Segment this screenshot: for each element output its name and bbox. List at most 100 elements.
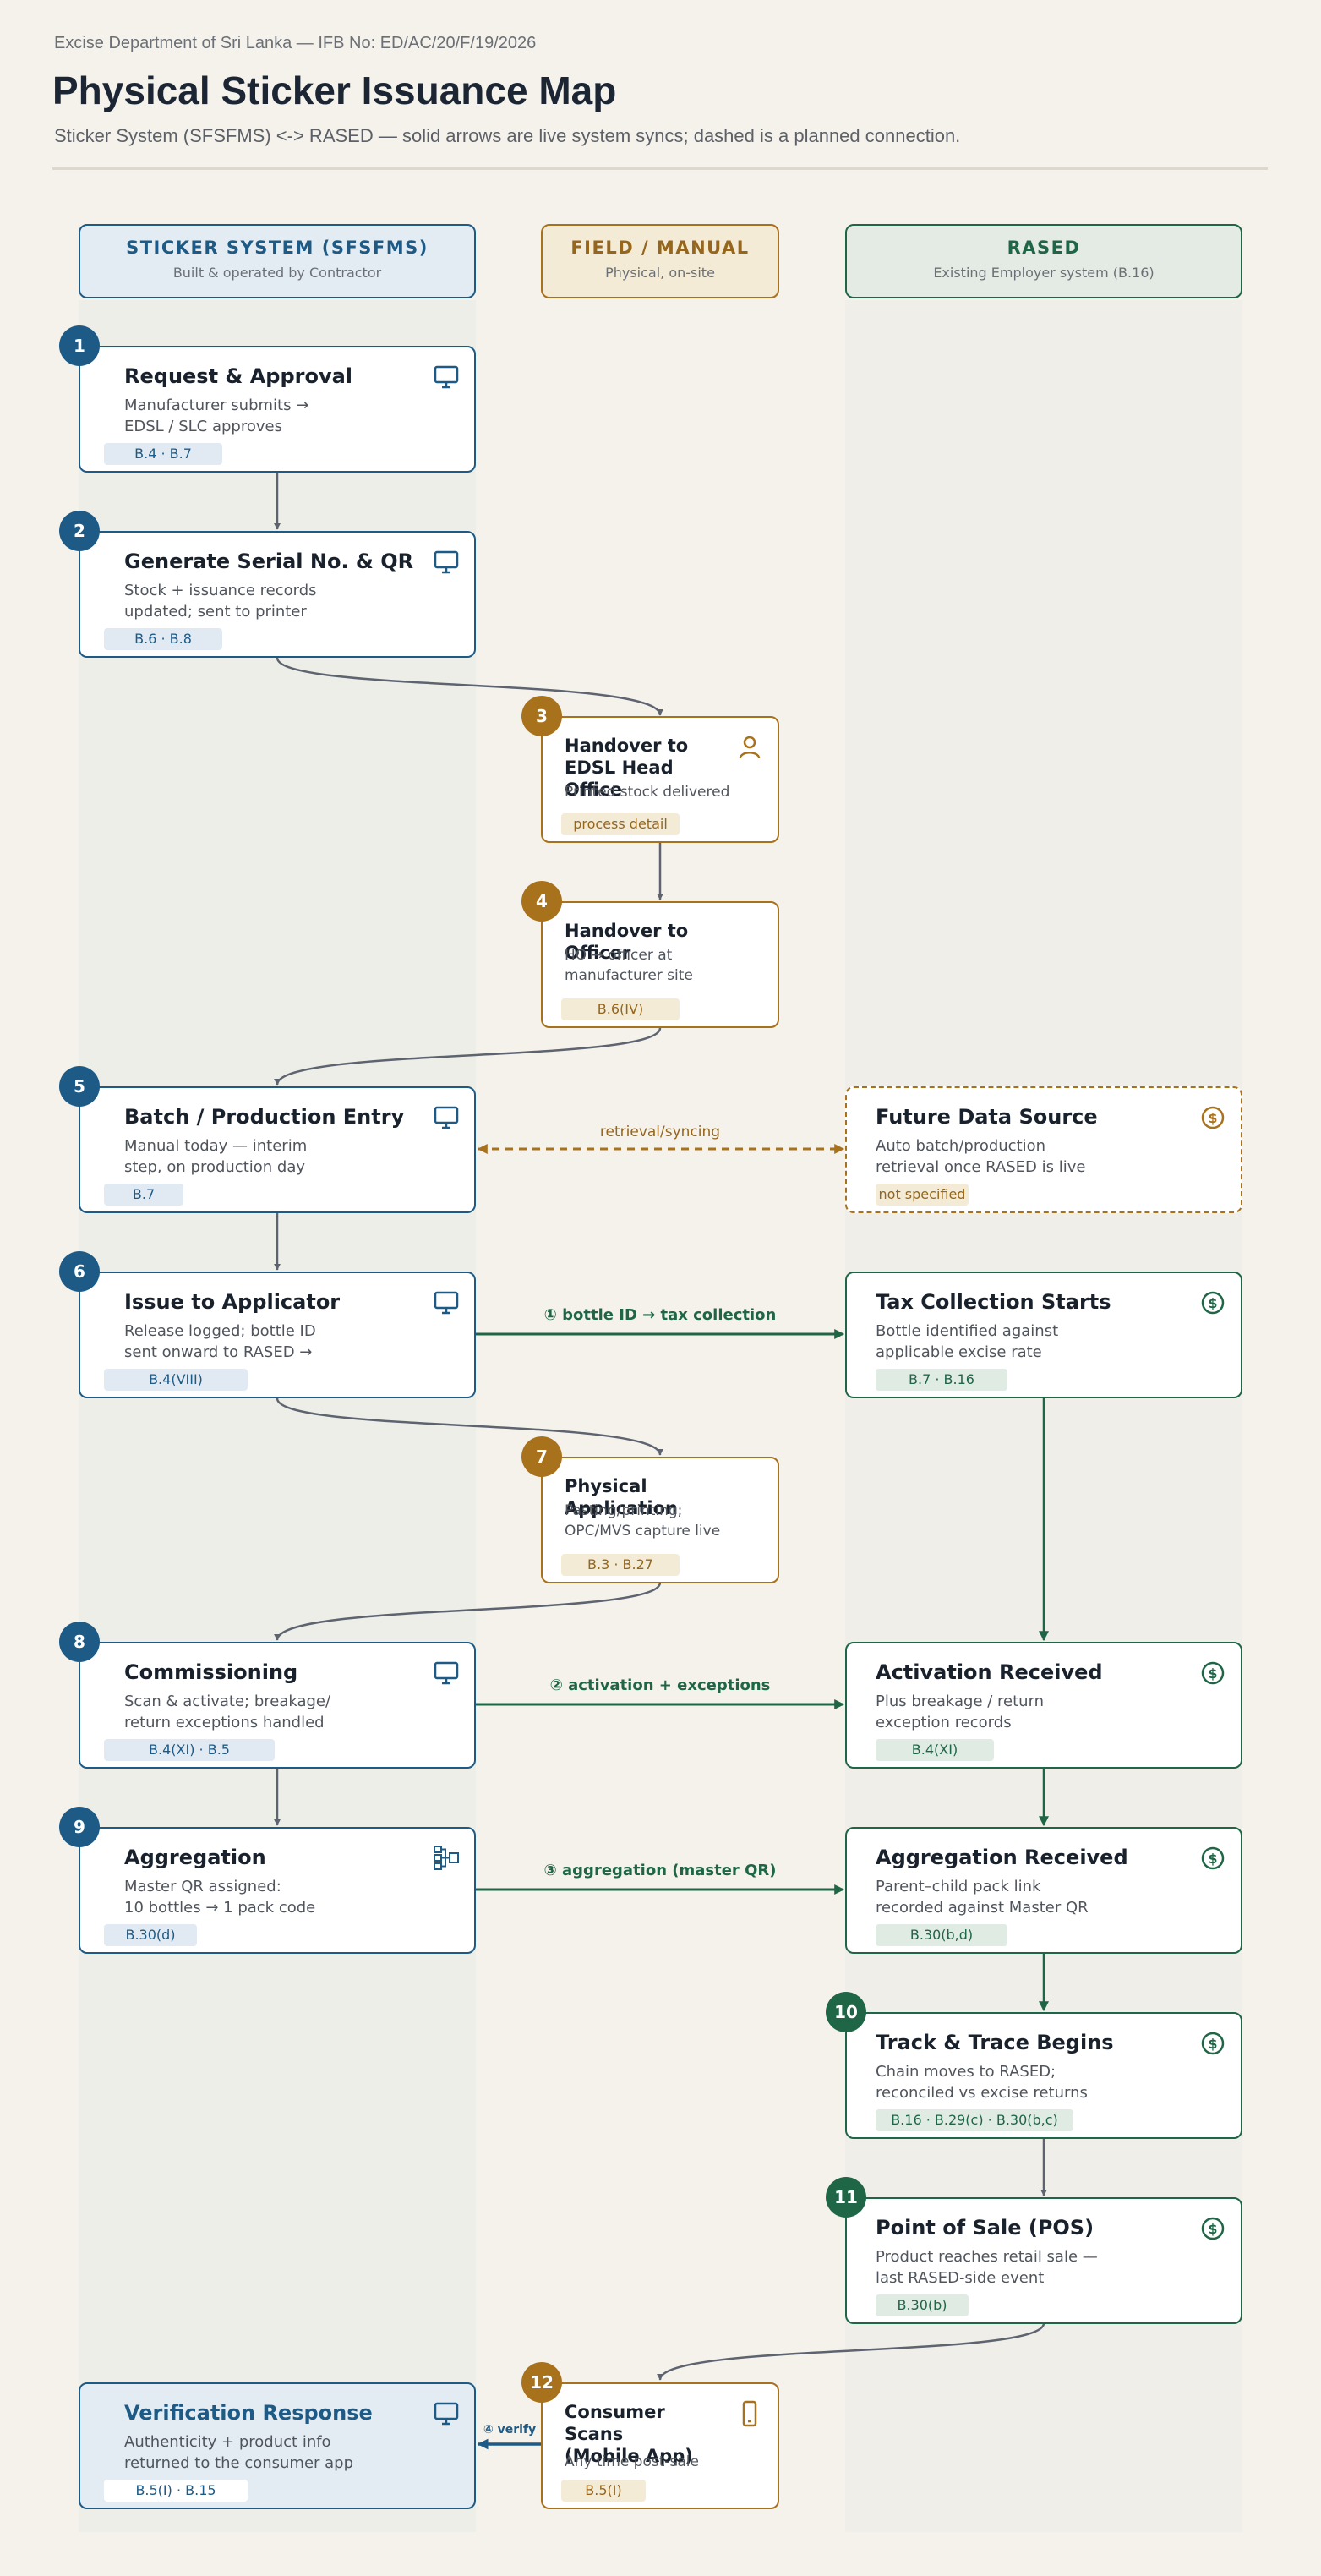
verification-reference-tag: B.5(I) · B.15 [104,2480,248,2502]
rased-reference-tag: not specified [876,1184,969,1206]
rased-title: Activation Received [876,1660,1103,1684]
step-card-generate-serial-qr: Generate Serial No. & QR Stock + issuanc… [79,531,476,658]
step-number-badge: 10 [826,1992,866,2032]
connector-label-sync-1: ① bottle ID → tax collection [543,1306,777,1324]
step-description: Scan & activate; breakage/return excepti… [124,1693,331,1731]
step-card-issue-applicator: Issue to Applicator Release logged; bott… [79,1272,476,1398]
rased-card-tax-collection: Tax Collection Starts Bottle identified … [845,1272,1242,1398]
step-card-physical-application: Physical Application Pasting/printing;OP… [541,1457,779,1583]
step-number-badge: 7 [521,1436,562,1477]
step-description: Master QR assigned:10 bottles → 1 pack c… [124,1878,316,1917]
step-card-request-approval: Request & Approval Manufacturer submits … [79,346,476,473]
step-description: Chain moves to RASED;reconciled vs excis… [876,2063,1088,2102]
step-title: Commissioning [124,1660,298,1684]
step-card-track-trace: Track & Trace Begins Chain moves to RASE… [845,2012,1242,2139]
lane-sticker-background [79,300,476,2532]
svg-text:$: $ [1208,1110,1217,1126]
rased-reference-tag: B.7 · B.16 [876,1369,1007,1391]
lane-header-title: STICKER SYSTEM (SFSFMS) [126,238,429,258]
step-reference-tag: B.4 · B.7 [104,443,222,465]
rased-reference-tag: B.30(b,d) [876,1924,1007,1946]
lane-header-title: FIELD / MANUAL [570,238,750,258]
svg-text:$: $ [1208,2221,1217,2237]
step-number-badge: 6 [59,1251,100,1292]
step-reference-tag: process detail [561,813,680,835]
coin-icon: $ [1198,2214,1227,2243]
monitor-icon [432,1103,461,1132]
step-number-badge: 5 [59,1066,100,1107]
step-number-badge: 3 [521,696,562,736]
svg-text:$: $ [1208,1295,1217,1311]
step-card-aggregation: Aggregation Master QR assigned:10 bottle… [79,1827,476,1954]
step-description: Manufacturer submits →EDSL / SLC approve… [124,397,309,435]
lane-header-title: RASED [1007,238,1081,258]
step-card-point-of-sale: Point of Sale (POS) Product reaches reta… [845,2197,1242,2324]
step-number-badge: 11 [826,2177,866,2218]
page-eyebrow: Excise Department of Sri Lanka — IFB No:… [54,34,537,52]
step-reference-tag: B.3 · B.27 [561,1554,680,1576]
lane-header-subtitle: Built & operated by Contractor [172,265,382,281]
rased-card-aggregation-received: Aggregation Received Parent–child pack l… [845,1827,1242,1954]
coin-icon: $ [1198,2029,1227,2058]
step-number-badge: 2 [59,511,100,551]
coin-icon: $ [1198,1288,1227,1317]
step-title: Consumer Scans(Mobile App) [565,2402,693,2466]
lane-header-subtitle: Physical, on-site [605,265,715,281]
flow-pos-to-consumer [657,2322,1045,2381]
rased-card-activation-received: Activation Received Plus breakage / retu… [845,1642,1242,1769]
step-number-badge: 9 [59,1807,100,1847]
connector-label-verify: ④ verify [483,2423,537,2437]
person-icon [735,733,764,762]
step-title: Request & Approval [124,364,353,388]
step-card-batch-production: Batch / Production Entry Manual today — … [79,1086,476,1213]
page-title: Physical Sticker Issuance Map [52,68,617,112]
rased-card-future-data-source: Future Data Source Auto batch/production… [845,1086,1242,1213]
step-title: Aggregation [124,1846,266,1869]
verification-response-card: Verification Response Authenticity + pro… [79,2382,476,2509]
step-reference-tag: B.30(b) [876,2294,969,2316]
monitor-icon [432,548,461,577]
lane-header-rased: RASED Existing Employer system (B.16) [845,224,1242,298]
step-card-consumer-scans: Consumer Scans(Mobile App) Any time post… [541,2382,779,2509]
lane-header-subtitle: Existing Employer system (B.16) [933,265,1155,281]
step-reference-tag: B.30(d) [104,1924,197,1946]
coin-icon: $ [1198,1844,1227,1873]
rased-title: Aggregation Received [876,1846,1128,1869]
step-reference-tag: B.6 · B.8 [104,628,222,650]
step-title: Batch / Production Entry [124,1105,405,1129]
step-title: Physical Application [565,1476,678,1518]
coin-icon: $ [1198,1659,1227,1687]
step-title: Issue to Applicator [124,1290,341,1314]
verification-title: Verification Response [124,2401,373,2425]
step-title: Generate Serial No. & QR [124,550,414,573]
lane-header-field: FIELD / MANUAL Physical, on-site [541,224,779,298]
step-reference-tag: B.16 · B.29(c) · B.30(b,c) [876,2109,1073,2131]
step-description: Pasting/printing;OPC/MVS capture live [565,1502,721,1540]
coin-icon: $ [1198,1103,1227,1132]
rased-title: Future Data Source [876,1105,1098,1129]
step-description: Product reaches retail sale —last RASED-… [876,2248,1098,2287]
svg-text:$: $ [1208,2036,1217,2052]
svg-text:$: $ [1208,1665,1217,1682]
step-description: Printed stock delivered [565,784,730,801]
step-reference-tag: B.6(IV) [561,998,680,1020]
lane-header-sticker: STICKER SYSTEM (SFSFMS) Built & operated… [79,224,476,298]
flow-2-to-3 [276,657,663,716]
step-title: Handover to Officer [565,921,689,963]
phone-icon [735,2399,764,2428]
connector-label-retrieval: retrieval/syncing [599,1124,721,1140]
step-title: Track & Trace Begins [876,2031,1114,2054]
step-card-commissioning: Commissioning Scan & activate; breakage/… [79,1642,476,1769]
step-number-badge: 8 [59,1622,100,1662]
step-number-badge: 4 [521,881,562,922]
